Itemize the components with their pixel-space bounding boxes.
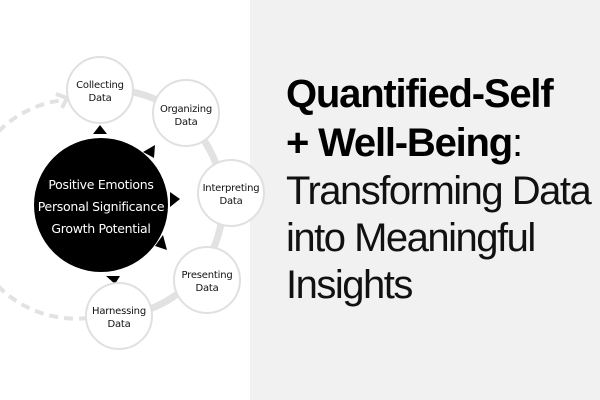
svg-text:Collecting: Collecting — [76, 80, 124, 91]
title-colon: : — [512, 121, 523, 165]
title-well-being-text: + Well-Being — [286, 121, 513, 165]
node-presenting-data: Presenting Data — [173, 246, 241, 314]
svg-text:Data: Data — [107, 319, 130, 330]
svg-text:Data: Data — [219, 196, 242, 207]
triangle-icon — [93, 125, 107, 134]
core-label-positive-emotions: Positive Emotions — [48, 177, 153, 192]
triangle-icon — [155, 235, 167, 250]
return-dashed-arc — [0, 98, 89, 321]
svg-text:Interpreting: Interpreting — [203, 183, 260, 194]
node-interpreting-data: Interpreting Data — [197, 159, 265, 227]
core-label-personal-significance: Personal Significance — [38, 199, 165, 214]
subtitle-line-3: Insights — [286, 263, 413, 307]
svg-text:Organizing: Organizing — [160, 104, 212, 115]
svg-text:Presenting: Presenting — [182, 270, 233, 281]
svg-text:Data: Data — [195, 283, 218, 294]
svg-text:Data: Data — [174, 117, 197, 128]
core-label-growth-potential: Growth Potential — [51, 221, 150, 236]
right-panel-background — [250, 0, 600, 400]
node-harnessing-data: Harnessing Data — [85, 282, 153, 350]
title-line-quantified-self: Quantified-Self — [286, 72, 554, 116]
title-line-well-being: + Well-Being: — [286, 119, 600, 168]
subtitle-line-2: into Meaningful — [286, 216, 536, 260]
svg-text:Harnessing: Harnessing — [92, 306, 146, 317]
node-organizing-data: Organizing Data — [152, 79, 220, 147]
triangle-icon — [143, 145, 155, 158]
subtitle-line-1: Transforming Data — [286, 169, 592, 213]
svg-text:Data: Data — [88, 93, 111, 104]
node-collecting-data: Collecting Data — [66, 56, 134, 124]
core-circle — [34, 138, 168, 272]
page-title: Quantified-Self + Well-Being: Transformi… — [286, 70, 600, 309]
triangle-icon — [106, 276, 120, 284]
triangle-icon — [170, 192, 180, 207]
